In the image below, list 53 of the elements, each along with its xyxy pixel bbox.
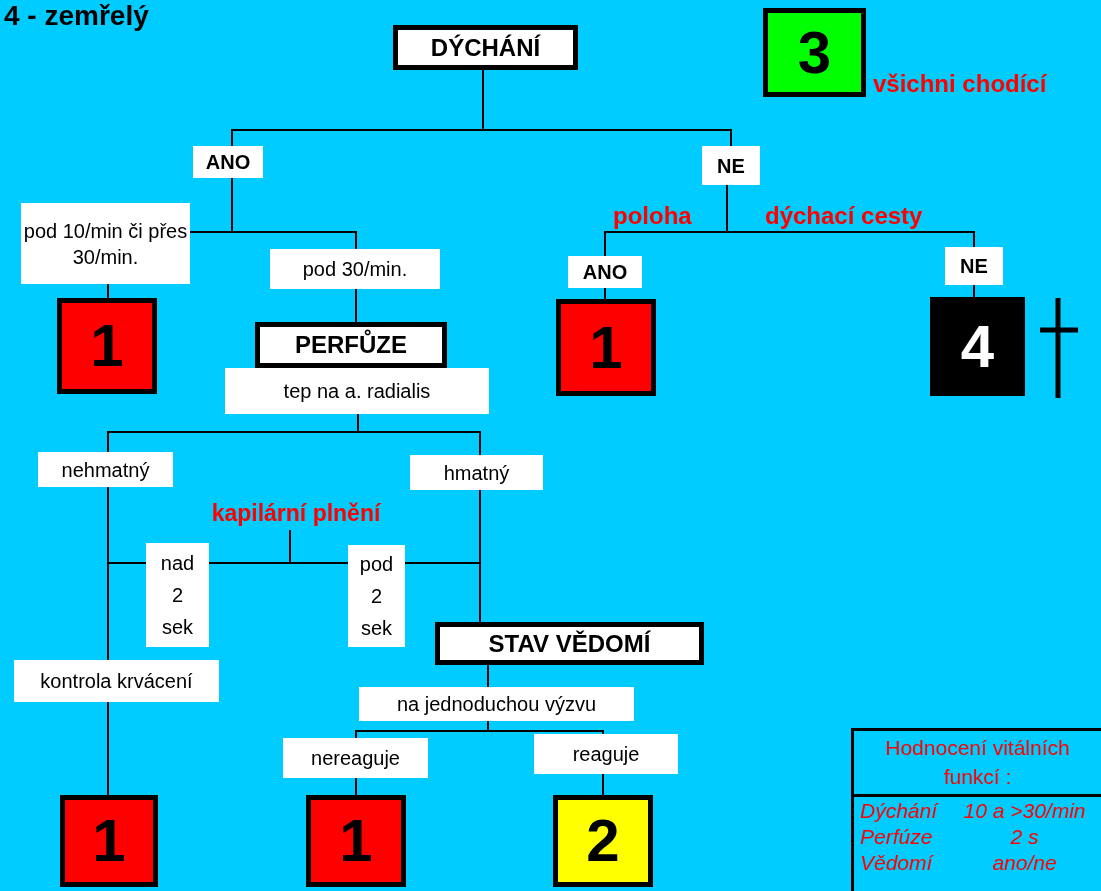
heading-box: DÝCHÁNÍ [393, 25, 578, 70]
connector-line [602, 773, 604, 796]
function-cell-text: Vědomí [860, 850, 935, 875]
condition-box: nereaguje [283, 738, 428, 778]
function-cell-text: Dýchání [860, 798, 940, 823]
connector-line [482, 69, 732, 147]
answer-box: ANO [193, 146, 263, 178]
connector-line [479, 489, 481, 623]
triage-category-box: 2 [553, 795, 653, 887]
connector-line [107, 701, 109, 796]
connector-line [355, 288, 357, 323]
function-cell-text: Perfúze [860, 824, 934, 849]
triage-category-box: 1 [306, 795, 406, 887]
criterion-text: kapilární plnění [190, 498, 402, 530]
connector-line [231, 177, 357, 250]
answer-box: NE [945, 247, 1003, 285]
triage-category-box: 1 [556, 299, 656, 396]
connector-line [604, 287, 606, 300]
value-cell-text: 10 a >30/min [962, 798, 1087, 823]
answer-box: ANO [568, 256, 642, 288]
connector-line [107, 283, 109, 299]
connector-line [357, 413, 481, 456]
connector-line [487, 664, 489, 688]
condition-box: nad 2 sek [146, 543, 209, 647]
condition-box: pod 2 sek [348, 545, 405, 647]
triage-category-box: 1 [60, 795, 158, 887]
value-cell-text: 2 s [1009, 824, 1040, 849]
answer-box: NE [702, 146, 760, 185]
connector-line [355, 777, 357, 796]
condition-box: reaguje [534, 734, 678, 774]
value-cell-text: ano/ne [991, 850, 1058, 875]
heading-box: PERFŮZE [255, 322, 447, 368]
condition-box: nehmatný [38, 452, 173, 487]
edge-label: dýchací cesty [763, 203, 925, 230]
connector-line [289, 529, 349, 564]
triage-category-box: 3 [763, 8, 866, 97]
category-caption: všichni chodící [873, 70, 1047, 98]
diagram-title: 4 - zemřelý [4, 0, 149, 32]
condition-box: pod 10/min či přes 30/min. [21, 203, 190, 284]
connector-line [107, 562, 147, 661]
condition-box: tep na a. radialis [225, 368, 489, 414]
condition-box: hmatný [410, 455, 543, 490]
condition-box: pod 30/min. [270, 249, 440, 289]
table-heading: Hodnocení vitálních funkcí : [854, 731, 1101, 797]
condition-box: na jednoduchou výzvu [359, 687, 634, 721]
triage-category-box: 1 [57, 298, 157, 394]
connector-line [726, 184, 975, 248]
connector-line [973, 284, 975, 298]
triage-category-box: 4 [930, 297, 1025, 396]
heading-box: STAV VĚDOMÍ [435, 622, 704, 665]
connector-line [487, 720, 604, 735]
condition-box: kontrola krvácení [14, 660, 219, 702]
edge-label: poloha [611, 203, 694, 230]
